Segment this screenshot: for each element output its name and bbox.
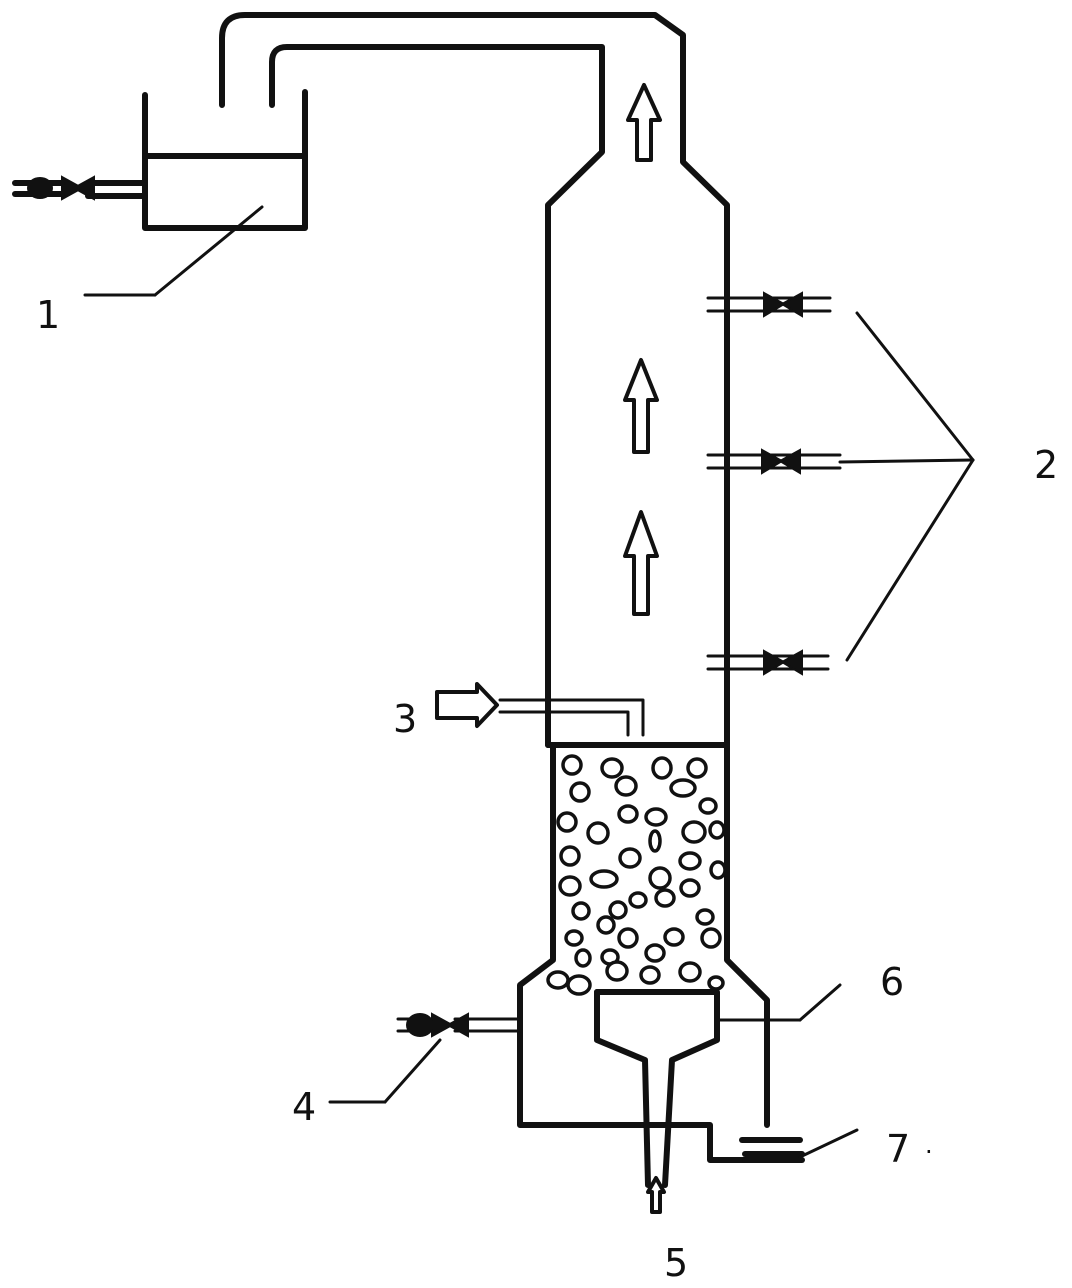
packing-bead	[608, 900, 628, 920]
label-5: 5	[664, 1241, 688, 1285]
packing-bead	[648, 866, 672, 890]
packing-bead	[589, 869, 619, 889]
packing-bead	[596, 915, 616, 935]
packing-beads	[546, 754, 727, 996]
packing-bead	[651, 756, 673, 780]
side-port-top	[706, 291, 832, 318]
label-2: 2	[1034, 443, 1058, 487]
packing-bead	[617, 804, 639, 824]
packing-bead	[558, 875, 582, 897]
upflow-arrow-top	[626, 83, 662, 162]
packing-bead	[618, 847, 642, 869]
packed-bed-vessel	[517, 742, 803, 1163]
packing-bead	[614, 775, 638, 797]
packing-bead	[559, 845, 581, 867]
packing-bead	[644, 943, 666, 963]
packing-bead	[639, 965, 661, 985]
packing-bead	[561, 754, 583, 776]
label-7: 7	[886, 1127, 910, 1171]
side-port-middle	[706, 448, 842, 475]
outlet-funnel	[594, 989, 720, 1214]
label-3: 3	[393, 697, 417, 741]
packing-bead	[600, 757, 624, 779]
packing-bead	[586, 821, 610, 845]
packing-bead	[681, 820, 707, 844]
packing-bead	[698, 797, 718, 815]
packing-bead	[678, 851, 702, 871]
packing-bead	[569, 781, 591, 803]
packing-bead	[574, 948, 592, 968]
packing-bead	[617, 927, 639, 949]
label-6: 6	[880, 960, 904, 1004]
packing-bead	[707, 975, 725, 991]
packing-bead	[654, 888, 676, 908]
packing-bead	[564, 929, 584, 947]
inlet-valve-lower	[396, 1012, 522, 1038]
feed-inlet	[435, 682, 645, 737]
packing-bead	[678, 961, 702, 983]
side-port-bottom	[706, 649, 830, 676]
packing-bead	[556, 811, 578, 833]
packing-bead	[663, 927, 685, 947]
packing-bead	[686, 757, 708, 779]
packing-bead	[679, 878, 701, 898]
label-4: 4	[292, 1085, 316, 1129]
valve-icon	[12, 175, 95, 201]
packing-bead	[628, 891, 648, 909]
packing-bead	[708, 820, 726, 840]
packing-bead	[700, 927, 722, 949]
packing-bead	[605, 960, 629, 982]
packing-bead	[669, 778, 697, 798]
packing-bead	[566, 974, 592, 996]
packing-bead	[648, 829, 662, 853]
packing-bead	[571, 901, 591, 921]
heater-element	[739, 1137, 805, 1163]
label-1: 1	[36, 293, 60, 337]
upflow-arrow-lower	[623, 510, 659, 616]
packing-bead	[644, 807, 668, 827]
upflow-arrow-middle	[623, 358, 659, 454]
packing-bead	[546, 970, 570, 990]
overhead-duct	[219, 12, 730, 748]
collector-box	[12, 89, 308, 231]
packing-bead	[709, 860, 727, 880]
leader-lines	[83, 205, 975, 1159]
packing-bead	[695, 908, 715, 926]
stray-mark: .	[925, 1131, 933, 1159]
